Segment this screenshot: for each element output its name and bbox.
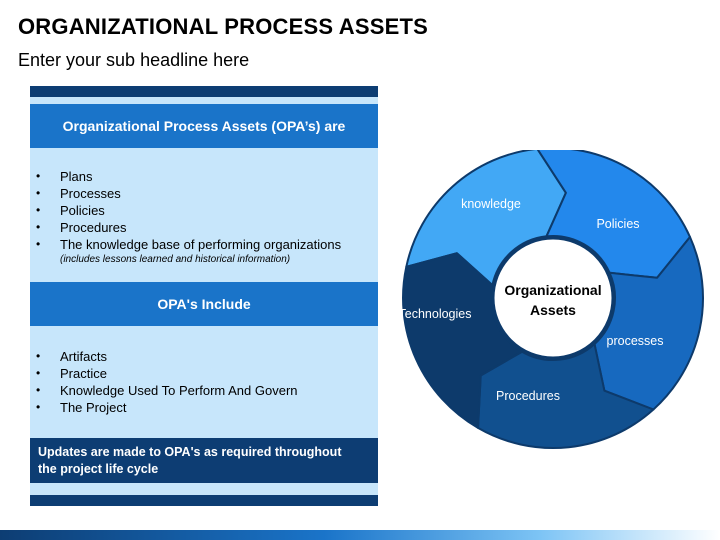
update-note-line2: the project life cycle xyxy=(38,462,159,476)
update-note-line1: Updates are made to OPA's as required th… xyxy=(38,445,342,459)
center-label-line2: Assets xyxy=(530,302,576,318)
page-title: ORGANIZATIONAL PROCESS ASSETS xyxy=(18,14,428,39)
list-item: •Policies xyxy=(36,203,105,218)
center-label-line1: Organizational xyxy=(504,282,601,298)
section1-note: (includes lessons learned and historical… xyxy=(60,254,291,265)
cycle-segments xyxy=(402,150,704,450)
bottom-gradient-strip xyxy=(0,530,720,540)
list-item: •The knowledge base of performing organi… xyxy=(36,237,342,265)
center-circle xyxy=(491,236,615,360)
section2-list: •Artifacts •Practice •Knowledge Used To … xyxy=(30,348,298,416)
bottom-accent-bar xyxy=(30,495,378,506)
cycle-segment-processes xyxy=(593,236,704,411)
cycle-segment-procedures xyxy=(477,343,655,450)
segment-label-knowledge: knowledge xyxy=(461,197,521,211)
list-item: •Procedures xyxy=(36,220,127,235)
update-note-box: Updates are made to OPA's as required th… xyxy=(30,438,378,483)
cycle-segment-policies xyxy=(536,150,691,279)
segment-label-procedures: Procedures xyxy=(496,389,560,403)
opa-info-panel: Organizational Process Assets (OPA’s) ar… xyxy=(30,86,378,506)
page-subtitle: Enter your sub headline here xyxy=(18,50,250,70)
list-item: •Plans xyxy=(36,169,93,184)
section2-header: OPA's Include xyxy=(30,282,378,326)
section1-header: Organizational Process Assets (OPA’s) ar… xyxy=(30,104,378,148)
segment-label-policies: Policies xyxy=(596,217,639,231)
segment-label-technologies: Technologies xyxy=(399,307,472,321)
cycle-segment-technologies xyxy=(402,252,523,429)
list-item: •Processes xyxy=(36,186,121,201)
cycle-segment-knowledge xyxy=(405,150,567,287)
segment-label-processes: processes xyxy=(607,334,664,348)
section1-list: •Plans •Processes •Policies •Procedures … xyxy=(30,168,341,267)
opa-cycle-diagram: Organizational Assets knowledge Policies… xyxy=(399,150,704,450)
list-item: •The Project xyxy=(36,400,127,415)
list-item: •Knowledge Used To Perform And Govern xyxy=(36,383,298,398)
list-item: •Artifacts xyxy=(36,349,107,364)
top-accent-bar xyxy=(30,86,378,97)
list-item: •Practice xyxy=(36,366,107,381)
